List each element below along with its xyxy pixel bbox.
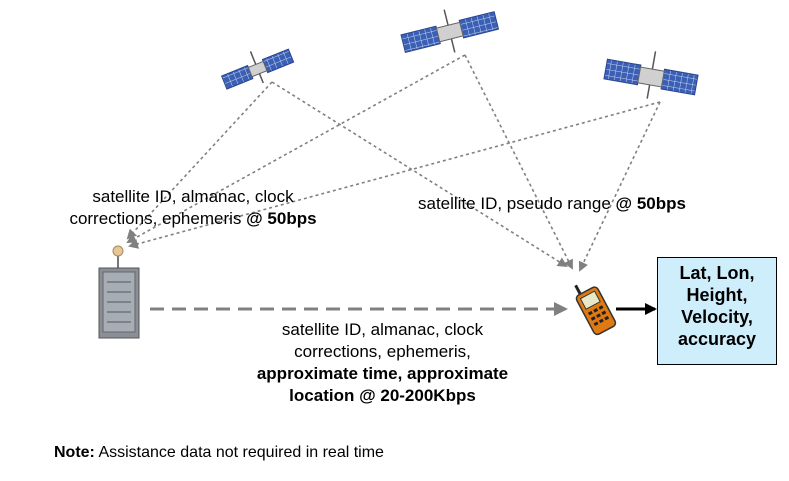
signal-arrow [464,54,573,270]
label-line-bold: location @ 20-200Kbps [289,386,476,405]
footnote: Note: Assistance data not required in re… [54,444,384,462]
signal-arrow [578,101,661,272]
server-downlink-label: satellite ID, almanac, clock corrections… [48,186,338,230]
signal-arrow [126,54,466,243]
label-text: corrections, ephemeris [69,209,247,228]
label-line: corrections, ephemeris @ 50bps [48,208,338,230]
label-rate: @ 50bps [615,194,686,213]
label-line: satellite ID, almanac, clock [281,320,484,339]
result-line: accuracy [677,329,757,349]
note-text: Assistance data not required in real tim… [94,444,384,461]
satellite-icon [400,9,500,53]
signal-arrow [271,81,568,268]
server-icon [98,245,140,339]
signal-arrow [126,81,273,240]
mobile-phone-icon [574,284,617,336]
satellite-icon [220,48,295,90]
signal-arrow [128,101,661,249]
label-line: satellite ID, almanac, clock [92,187,294,206]
note-label: Note: [54,444,95,461]
assistance-data-label: satellite ID, almanac, clock corrections… [200,319,565,407]
satellite-icon [603,51,699,99]
label-text: satellite ID, pseudo range [418,194,616,213]
label-rate: @ 50bps [246,209,317,228]
position-result-box: Lat, Lon, Height, Velocity, accuracy [657,257,777,365]
label-line: corrections, ephemeris, [294,342,471,361]
result-line: Height, [686,285,748,305]
phone-downlink-label: satellite ID, pseudo range @ 50bps [418,193,686,215]
result-line: Lat, Lon, [679,263,755,283]
label-line-bold: approximate time, approximate [256,364,509,383]
result-line: Velocity, [681,307,753,327]
